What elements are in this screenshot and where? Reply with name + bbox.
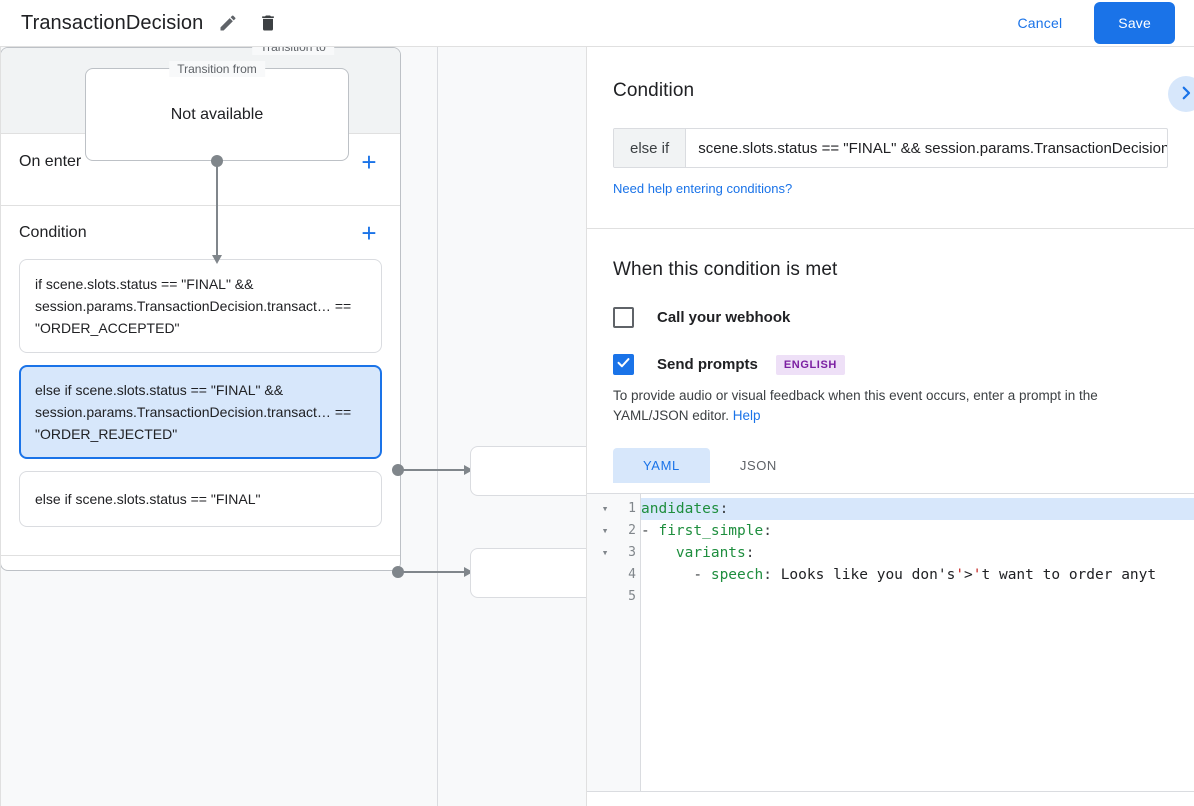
condition-connector-1 [392, 566, 482, 578]
page-title: TransactionDecision [21, 12, 204, 34]
arrow-head-icon [212, 255, 222, 264]
condition-input[interactable]: scene.slots.status == "FINAL" && session… [698, 139, 1167, 157]
fold-marker[interactable]: ▾ [601, 502, 609, 515]
prompts-helper-text: To provide audio or visual feedback when… [613, 386, 1168, 426]
editor-line-numbers: 1 2 3 4 5 [613, 494, 641, 791]
when-condition-met-title: When this condition is met [613, 259, 838, 280]
fold-marker[interactable]: ▾ [601, 546, 609, 559]
tab-yaml[interactable]: YAML [613, 448, 710, 483]
editor-fold-column: ▾ ▾ ▾ [587, 494, 613, 791]
transition-from-value: Not available [170, 105, 264, 123]
editor-line: - speech: Looks like you don's'>'t want … [641, 567, 1157, 583]
section-on-enter-title: On enter [19, 152, 82, 170]
connector-line [403, 571, 466, 573]
transition-to-legend: Transition to [252, 47, 334, 55]
detail-title: Condition [613, 80, 695, 101]
section-condition-header: Condition + [19, 206, 382, 259]
scene-graph-panel: Transition from Not available Transition… [0, 47, 586, 806]
editor-line [641, 586, 1194, 608]
app-header: TransactionDecision Cancel Save [0, 0, 1194, 47]
chevron-right-icon [1177, 84, 1194, 105]
editor-format-tabs: YAML JSON [613, 448, 1168, 483]
send-prompts-checkbox[interactable] [613, 354, 634, 375]
section-slot-filling-header: Slot filling + [19, 556, 382, 571]
graph-routing-line [437, 47, 438, 806]
transition-to-card: Transition to TransactionDecision Scene … [0, 47, 401, 571]
fold-marker[interactable]: ▾ [601, 524, 609, 537]
editor-line: - first_simple: [641, 523, 772, 539]
connector-arrow-icon [464, 567, 473, 577]
condition-help-link[interactable]: Need help entering conditions? [613, 181, 793, 196]
editor-line: variants: [675, 545, 755, 561]
fold-marker [597, 564, 613, 586]
add-on-enter-button[interactable]: + [356, 149, 382, 175]
condition-card-1[interactable]: else if scene.slots.status == "FINAL" &&… [19, 365, 382, 459]
trash-icon [258, 13, 278, 33]
prompts-help-link[interactable]: Help [732, 408, 761, 423]
left-edge-divider [0, 47, 1, 806]
add-slot-filling-button[interactable]: + [356, 570, 382, 571]
line-number: 5 [628, 589, 636, 604]
collapse-panel-button[interactable] [1168, 76, 1194, 112]
checkmark-icon [616, 355, 631, 375]
fold-marker [597, 586, 613, 608]
call-webhook-checkbox[interactable] [613, 307, 634, 328]
section-on-enter: On enter + [1, 134, 400, 206]
edit-button[interactable] [213, 8, 243, 38]
transition-arrow [211, 155, 223, 271]
pencil-icon [218, 13, 238, 33]
line-number: 2 [628, 523, 636, 538]
connector-dot-icon [392, 566, 404, 578]
language-badge: ENGLISH [775, 354, 845, 375]
editor-code-area[interactable]: andidates: - first_simple: variants: - sp… [641, 494, 1194, 791]
condition-prefix: else if [614, 129, 687, 167]
connector-arrow-icon [464, 465, 473, 475]
section-slot-filling: Slot filling + Slot validation [1, 556, 400, 571]
condition-connector-0 [392, 464, 482, 476]
connector-line [403, 469, 466, 471]
arrow-line [216, 161, 218, 259]
when-condition-met-block: When this condition is met Call your web… [587, 229, 1194, 792]
condition-card-2[interactable]: else if scene.slots.status == "FINAL" [19, 471, 382, 527]
call-webhook-label[interactable]: Call your webhook [657, 309, 791, 326]
add-condition-button[interactable]: + [356, 220, 382, 246]
send-prompts-row: Send prompts ENGLISH [613, 354, 1168, 375]
webhook-row: Call your webhook [613, 307, 1168, 328]
condition-detail-panel: Condition else if scene.slots.status == … [586, 47, 1194, 806]
save-button[interactable]: Save [1094, 2, 1175, 44]
delete-button[interactable] [253, 8, 283, 38]
line-number: 4 [628, 567, 636, 582]
condition-card-0[interactable]: if scene.slots.status == "FINAL" && sess… [19, 259, 382, 353]
transition-from-legend: Transition from [169, 61, 265, 77]
cancel-button[interactable]: Cancel [1002, 7, 1079, 39]
section-condition-title: Condition [19, 223, 87, 241]
connector-dot-icon [392, 464, 404, 476]
editor-line: andidates: [641, 498, 1194, 520]
section-on-enter-header: On enter + [19, 134, 382, 189]
prompts-helper-sentence: To provide audio or visual feedback when… [613, 388, 1098, 423]
tab-json[interactable]: JSON [710, 448, 807, 483]
condition-block: Condition else if scene.slots.status == … [587, 47, 1194, 229]
line-number: 1 [628, 501, 636, 516]
target-card-0[interactable] [470, 446, 586, 496]
yaml-editor[interactable]: ▾ ▾ ▾ 1 2 3 4 5 andidates: - first_simple… [587, 493, 1194, 792]
transition-from-card: Transition from Not available [85, 61, 349, 161]
condition-input-row[interactable]: else if scene.slots.status == "FINAL" &&… [613, 128, 1168, 168]
target-card-1[interactable] [470, 548, 586, 598]
line-number: 3 [628, 545, 636, 560]
section-condition: Condition + if scene.slots.status == "FI… [1, 206, 400, 556]
send-prompts-label[interactable]: Send prompts [657, 356, 758, 373]
